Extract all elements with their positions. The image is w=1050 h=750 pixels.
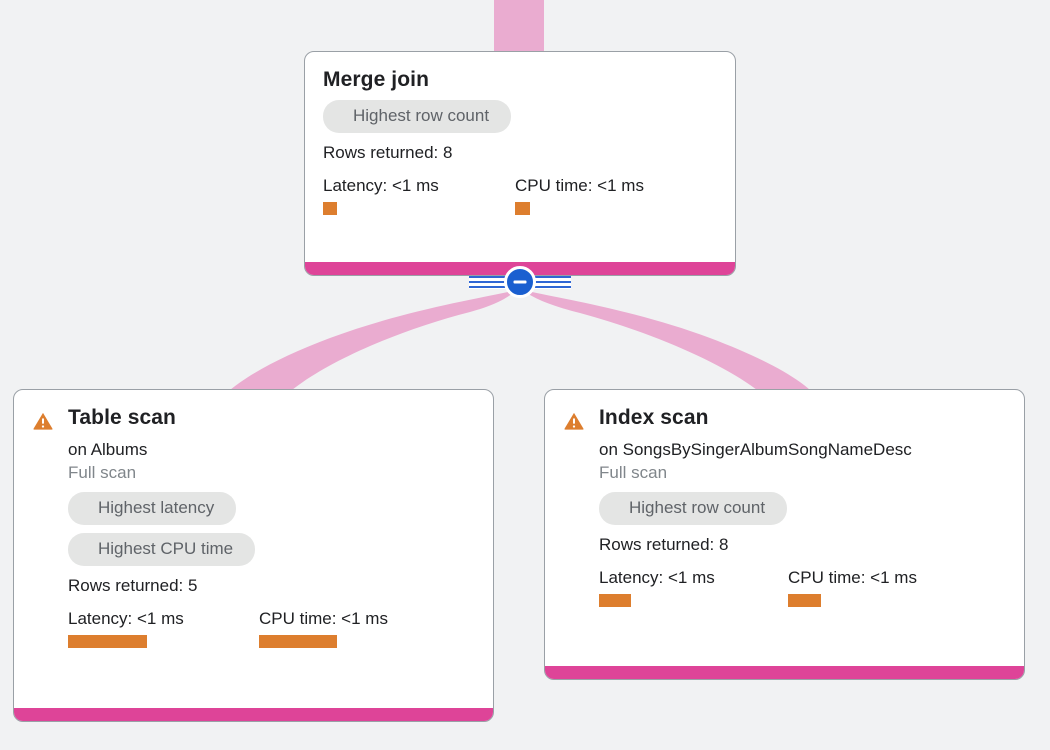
node-table-scan-body: Table scan on Albums Full scan Highest l… <box>14 390 493 658</box>
metric-latency: Latency: <1 ms <box>599 568 788 607</box>
node-merge-join-title: Merge join <box>323 68 430 91</box>
chip-highest-latency[interactable]: Highest latency <box>68 492 237 525</box>
node-index-scan-rows-returned: Rows returned: 8 <box>599 535 729 554</box>
node-table-scan-chips: Highest latency Highest CPU time <box>68 484 388 566</box>
chip-highest-row-count[interactable]: Highest row count <box>323 100 512 133</box>
node-table-scan-header: Table scan on Albums Full scan Highest l… <box>32 406 475 648</box>
node-table-scan-accent-bar <box>14 708 493 721</box>
collapse-toggle-button[interactable] <box>504 266 536 298</box>
node-table-scan[interactable]: Table scan on Albums Full scan Highest l… <box>13 389 494 722</box>
node-table-scan-subtitle: on Albums <box>68 440 148 459</box>
metric-latency-bar <box>323 202 337 215</box>
node-merge-join-body: Merge join Highest row count Rows return… <box>305 52 735 225</box>
metric-cpu-time-bar <box>788 594 821 607</box>
node-merge-join-rows-returned: Rows returned: 8 <box>323 143 453 162</box>
collapse-rail-right <box>527 276 571 289</box>
metric-latency: Latency: <1 ms <box>323 176 515 215</box>
node-index-scan[interactable]: Index scan on SongsBySingerAlbumSongName… <box>544 389 1025 680</box>
metric-cpu-time: CPU time: <1 ms <box>515 176 644 215</box>
node-index-scan-text-block: Index scan on SongsBySingerAlbumSongName… <box>599 406 917 607</box>
node-index-scan-scan-type: Full scan <box>599 463 668 482</box>
metric-cpu-time-bar <box>259 635 337 648</box>
minus-icon <box>513 280 527 284</box>
collapse-rail-left <box>469 276 513 289</box>
metric-cpu-time: CPU time: <1 ms <box>259 609 388 648</box>
edge-to-table-scan <box>230 292 513 390</box>
chip-highest-cpu-time[interactable]: Highest CPU time <box>68 533 256 566</box>
node-index-scan-accent-bar <box>545 666 1024 679</box>
edge-incoming <box>494 0 544 52</box>
node-merge-join[interactable]: Merge join Highest row count Rows return… <box>304 51 736 276</box>
metric-cpu-time-label: CPU time: <1 ms <box>259 609 388 628</box>
node-table-scan-text-block: Table scan on Albums Full scan Highest l… <box>68 406 388 648</box>
node-index-scan-title: Index scan <box>599 406 709 429</box>
node-index-scan-chips: Highest row count <box>599 484 917 525</box>
metric-latency-bar <box>68 635 147 648</box>
node-index-scan-metrics: Latency: <1 ms CPU time: <1 ms <box>599 568 917 607</box>
metric-latency: Latency: <1 ms <box>68 609 259 648</box>
metric-cpu-time-bar <box>515 202 530 215</box>
edge-to-index-scan <box>527 292 810 390</box>
warning-icon <box>564 412 584 430</box>
node-table-scan-scan-type: Full scan <box>68 463 137 482</box>
node-table-scan-title: Table scan <box>68 406 176 429</box>
node-index-scan-body: Index scan on SongsBySingerAlbumSongName… <box>545 390 1024 617</box>
node-merge-join-metrics: Latency: <1 ms CPU time: <1 ms <box>323 176 717 215</box>
node-index-scan-subtitle: on SongsBySingerAlbumSongNameDesc <box>599 440 912 459</box>
node-table-scan-metrics: Latency: <1 ms CPU time: <1 ms <box>68 609 388 648</box>
chip-highest-row-count[interactable]: Highest row count <box>599 492 788 525</box>
metric-cpu-time-label: CPU time: <1 ms <box>515 176 644 195</box>
warning-icon <box>33 412 53 430</box>
node-merge-join-chips: Highest row count <box>323 92 717 133</box>
metric-latency-bar <box>599 594 631 607</box>
node-merge-join-header: Merge join <box>323 68 717 92</box>
node-index-scan-header: Index scan on SongsBySingerAlbumSongName… <box>563 406 1006 607</box>
node-table-scan-rows-returned: Rows returned: 5 <box>68 576 198 595</box>
metric-cpu-time-label: CPU time: <1 ms <box>788 568 917 587</box>
metric-latency-label: Latency: <1 ms <box>68 609 184 628</box>
metric-latency-label: Latency: <1 ms <box>323 176 439 195</box>
collapse-control[interactable] <box>469 266 571 298</box>
metric-cpu-time: CPU time: <1 ms <box>788 568 917 607</box>
metric-latency-label: Latency: <1 ms <box>599 568 715 587</box>
